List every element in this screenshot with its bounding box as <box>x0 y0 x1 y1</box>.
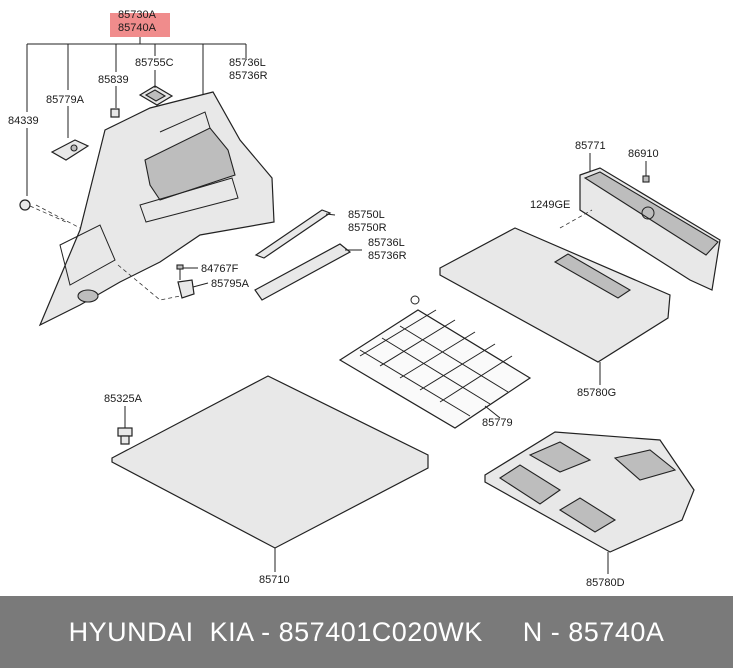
label-85839: 85839 <box>98 74 129 86</box>
label-85736L-lower: 85736L <box>368 237 405 249</box>
label-85780D: 85780D <box>586 577 625 589</box>
label-85730A: 85730A <box>118 9 157 21</box>
part-1249GE <box>559 209 593 229</box>
quarter-trim-panel <box>35 91 275 327</box>
label-85755C: 85755C <box>135 57 174 69</box>
label-85779: 85779 <box>482 417 513 429</box>
part-85780G <box>439 227 671 363</box>
part-85780D <box>484 431 695 553</box>
leader-bracket <box>26 37 247 196</box>
label-85736R-lower: 85736R <box>368 250 407 262</box>
part-number-caption: HYUNDAI KIA - 857401C020WK N - 85740A <box>68 616 665 647</box>
part-85736L-R <box>254 243 352 301</box>
label-84339: 84339 <box>8 115 39 127</box>
label-85740A: 85740A <box>118 22 157 34</box>
part-85755C <box>138 85 174 106</box>
part-85779 <box>338 295 532 429</box>
footer-bar: HYUNDAI KIA - 857401C020WK N - 85740A <box>0 596 733 668</box>
parts-diagram: 85730A 85740A 85755C 85736L 85736R 85839… <box>8 9 721 589</box>
label-85736R: 85736R <box>229 70 268 82</box>
label-85780G: 85780G <box>577 387 616 399</box>
label-leaders <box>124 70 647 574</box>
highlight-box <box>110 13 170 37</box>
label-85325A: 85325A <box>104 393 143 405</box>
part-85771 <box>579 167 721 291</box>
label-85771: 85771 <box>575 140 606 152</box>
part-85795A <box>177 279 195 299</box>
label-84767F: 84767F <box>201 263 239 275</box>
part-85839 <box>110 108 120 118</box>
label-85779A: 85779A <box>46 94 85 106</box>
label-1249GE: 1249GE <box>530 199 570 211</box>
part-86910 <box>642 175 650 183</box>
label-85736L: 85736L <box>229 57 266 69</box>
label-85750R: 85750R <box>348 222 387 234</box>
part-84339 <box>19 199 67 223</box>
part-84767F <box>176 264 184 280</box>
label-85795A: 85795A <box>211 278 250 290</box>
part-85750L-R <box>254 209 332 259</box>
label-86910: 86910 <box>628 148 659 160</box>
label-85710: 85710 <box>259 574 290 586</box>
part-85779A <box>50 139 90 161</box>
part-85325A <box>117 427 133 445</box>
label-85750L: 85750L <box>348 209 385 221</box>
part-85710 <box>111 375 429 549</box>
